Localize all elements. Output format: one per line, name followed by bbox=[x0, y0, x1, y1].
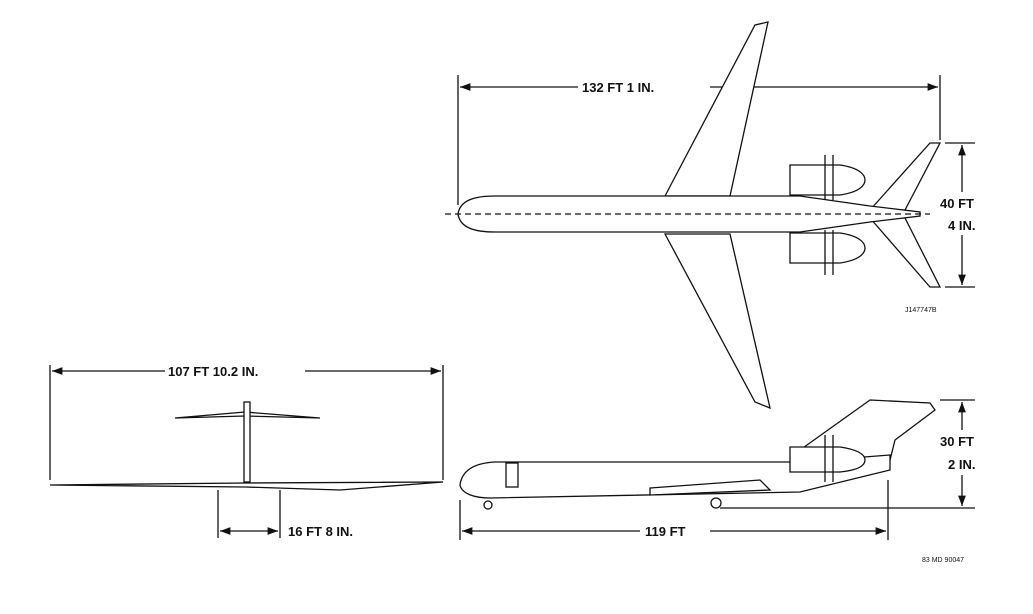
wingspan-label: 132 FT 1 IN. bbox=[582, 80, 654, 95]
engine-left bbox=[789, 164, 866, 196]
length-label: 119 FT bbox=[645, 524, 686, 539]
vertical-fin-front bbox=[243, 401, 251, 483]
tail-span-label: 4 IN. bbox=[948, 218, 975, 233]
height-label: 30 FT bbox=[940, 434, 974, 449]
wing-front bbox=[49, 481, 444, 491]
main-gear bbox=[710, 497, 722, 509]
front-view: 107 FT 10.2 IN. 16 FT 8 IN. bbox=[49, 364, 444, 539]
track-label: 16 FT 8 IN. bbox=[288, 524, 353, 539]
width-label: 107 FT 10.2 IN. bbox=[168, 364, 258, 379]
nose-gear bbox=[483, 500, 493, 510]
side-view: 119 FT 30 FT 2 IN. 83 MD 90047 bbox=[459, 399, 975, 564]
door bbox=[505, 462, 519, 488]
wing-side bbox=[649, 479, 772, 496]
horizontal-stabilizer-left bbox=[868, 142, 942, 211]
tail-span-label: 40 FT bbox=[940, 196, 974, 211]
fuselage-side bbox=[459, 454, 891, 499]
height-label: 2 IN. bbox=[948, 457, 975, 472]
sheet-number: 83 MD 90047 bbox=[922, 557, 964, 564]
engine-side bbox=[789, 446, 866, 473]
right-wing bbox=[663, 233, 771, 410]
engine-right bbox=[789, 232, 866, 264]
horizontal-stabilizer-right bbox=[868, 217, 942, 288]
drawing-number: J147747B bbox=[905, 307, 937, 314]
left-wing bbox=[663, 21, 769, 197]
top-view: 132 FT 1 IN. 40 FT 4 IN. J147747B bbox=[445, 21, 975, 410]
